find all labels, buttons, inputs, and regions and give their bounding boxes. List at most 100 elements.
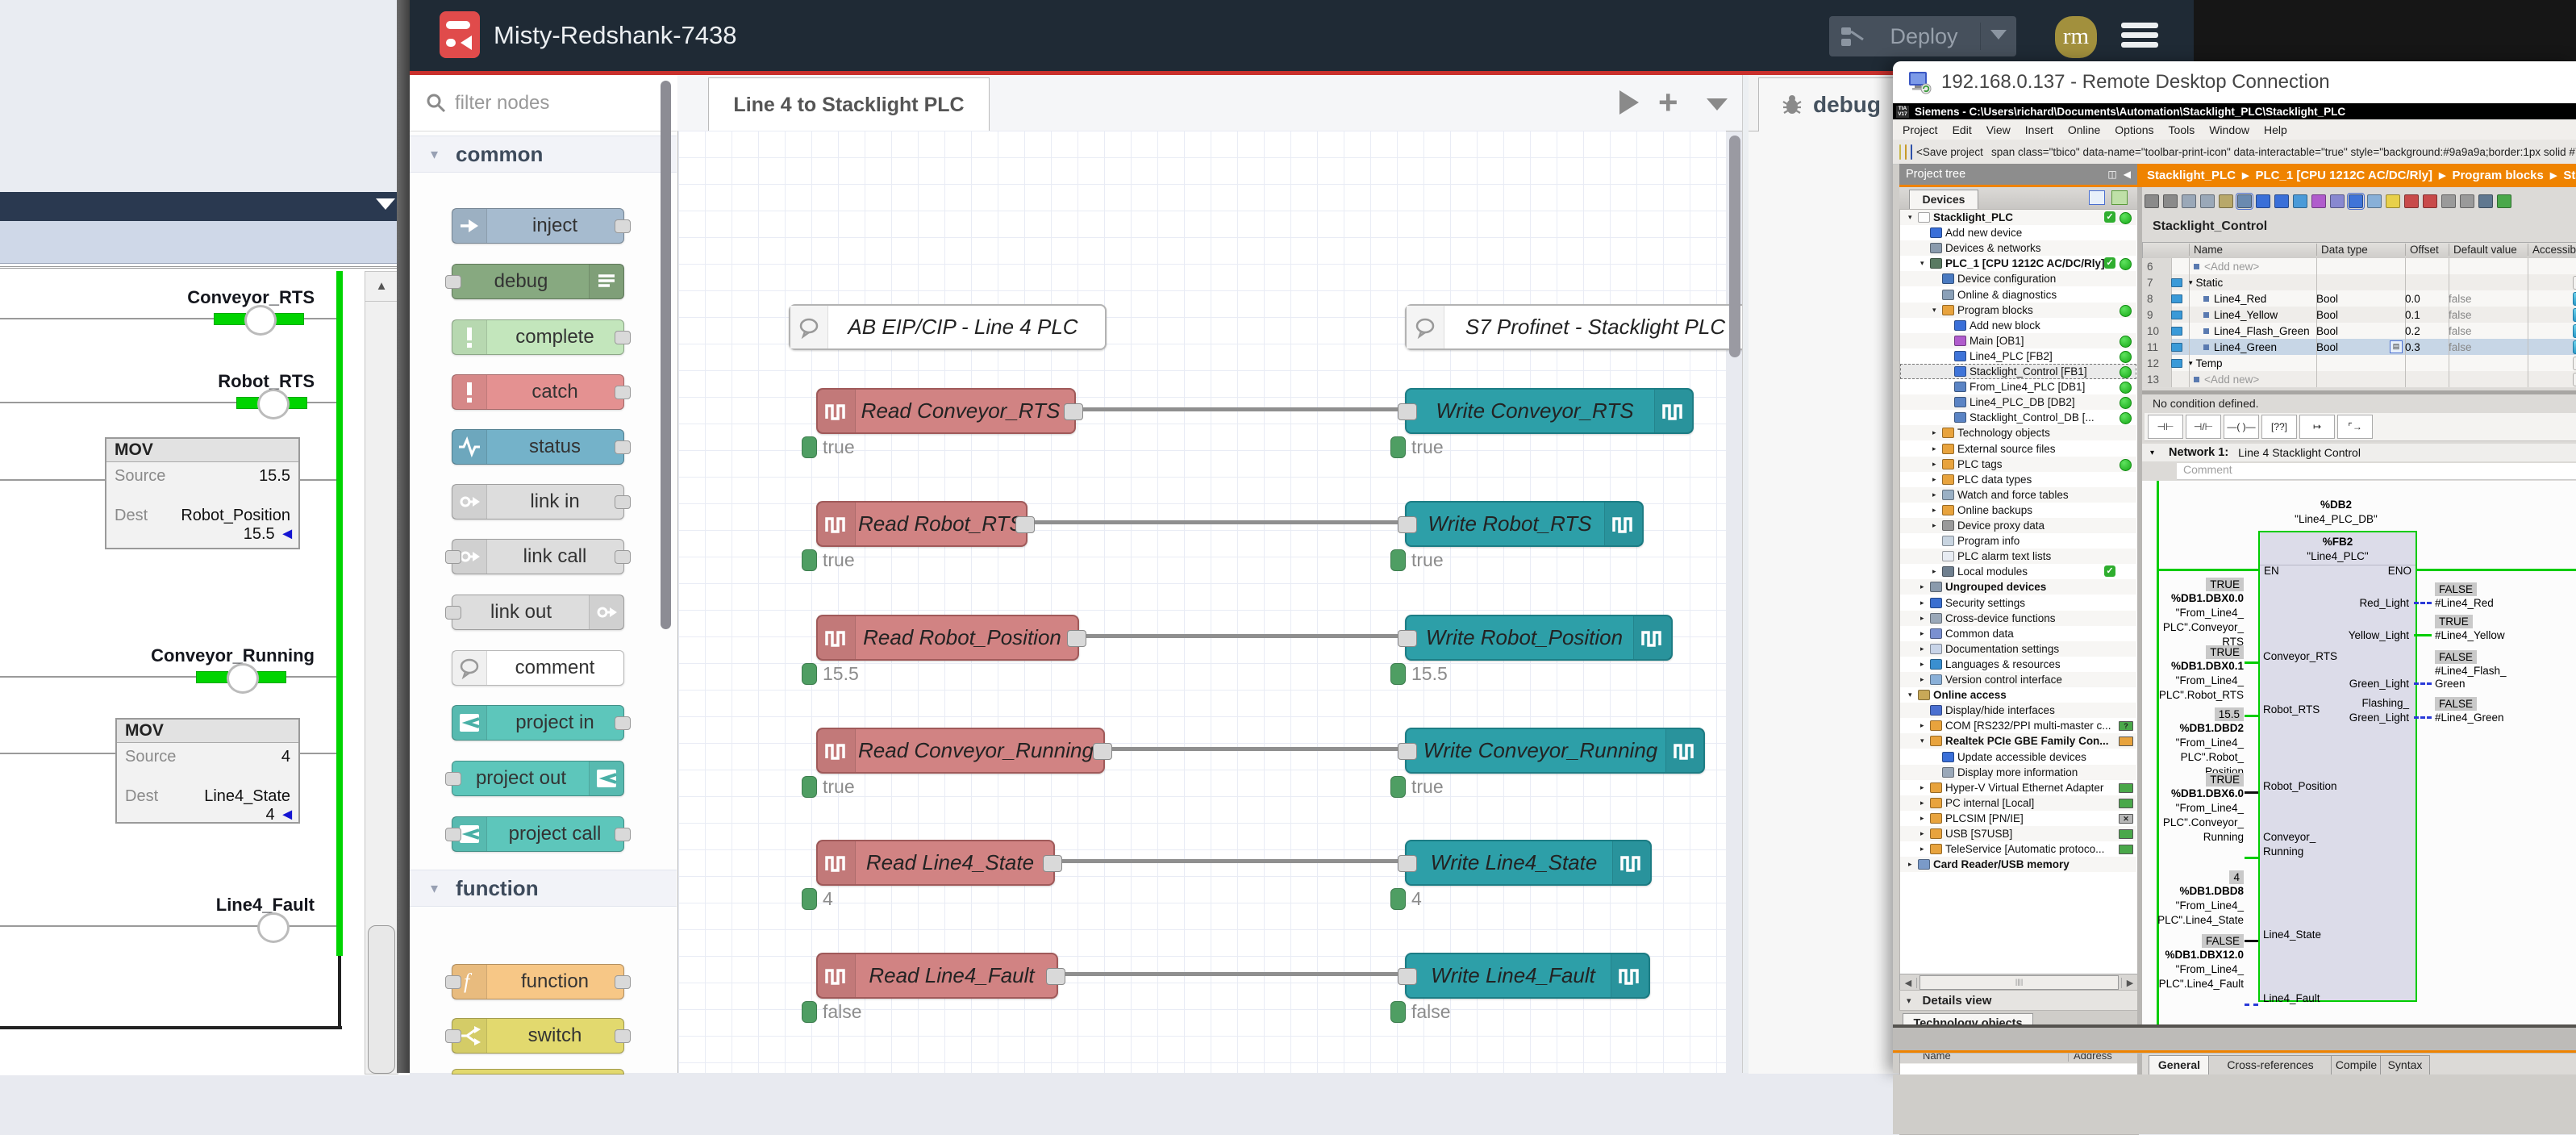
output-port[interactable] [1015,516,1035,533]
ladder-tag-label[interactable]: Line4_Fault [215,895,315,915]
expander-closed-icon[interactable]: ▸ [1920,613,1924,622]
tag-row[interactable]: 6 <Add new> [2142,258,2576,275]
tag-col-data-type[interactable]: Data type [2316,244,2368,256]
scroll-thumb[interactable] [368,925,395,1074]
tag-default[interactable]: false [2444,290,2528,307]
tree-item-stacklight-control-fb1-[interactable]: Stacklight_Control [FB1] [1900,364,2136,379]
wire[interactable] [1076,634,1405,638]
tag-accessible[interactable]: ✓ [2523,323,2576,339]
breadcrumb-item[interactable]: Program blocks [2452,169,2544,182]
tree-hscrollbar[interactable]: ◀ |||| ▶ [1899,974,2139,991]
block-output-pin[interactable]: Yellow_Light [2348,629,2409,641]
operand-tag[interactable]: Running [2203,831,2244,843]
input-port[interactable] [1398,516,1417,533]
ladder-tag-label[interactable]: Conveyor_RTS [187,287,315,307]
tag-default[interactable]: false [2444,323,2528,339]
mov-instruction-box[interactable]: MOV Source 15.5 Dest Robot_Position 15.5… [105,437,300,549]
read-node[interactable]: Read Robot_Position [816,615,1086,661]
block-output-pin[interactable]: Red_Light [2359,597,2409,609]
expander-closed-icon[interactable]: ▸ [1932,444,1936,453]
tree-item-main-ob1-[interactable]: Main [OB1] [1900,332,2136,348]
tag-row[interactable]: 7 ▾ Static [2142,274,2576,291]
favorite-coil-icon[interactable]: —( )— [2224,415,2259,439]
menu-online[interactable]: Online [2067,123,2101,136]
editor-toolbar-icon-2[interactable] [2182,194,2196,208]
tree-item-plcsim-pn-ie-[interactable]: ▸ PLCSIM [PN/IE]✕ [1900,811,2136,826]
tree-item-devices-networks[interactable]: Devices & networks [1900,240,2136,257]
tag-col-name[interactable]: Name [2189,244,2223,256]
operand-tag[interactable]: Green [2435,678,2466,690]
tree-item-usb-s7usb-[interactable]: ▸ USB [S7USB] [1900,826,2136,841]
input-port[interactable] [1398,630,1417,647]
favorite-open-branch-icon[interactable]: ↦ [2299,415,2335,439]
wire[interactable] [1052,859,1405,863]
comment-node[interactable]: S7 Profinet - Stacklight PLC [1405,304,1755,350]
operand-tag[interactable]: #Line4_Yellow [2435,629,2505,641]
block-output-pin[interactable]: Green_Light [2349,711,2409,724]
tree-item-online-access[interactable]: ▾ Online access [1900,687,2136,703]
tree-item-realtek-pcie-gbe-family-con-[interactable]: ▾ Realtek PCIe GBE Family Con... [1900,733,2136,749]
tree-item-common-data[interactable]: ▸ Common data [1900,626,2136,641]
expander-closed-icon[interactable]: ▸ [1920,798,1924,807]
editor-toolbar-icon-17[interactable] [2460,194,2474,208]
tree-item-online-diagnostics[interactable]: Online & diagnostics [1900,287,2136,303]
editor-toolbar-icon-15[interactable] [2423,194,2437,208]
tree-item-add-new-device[interactable]: Add new device [1900,225,2136,240]
main-menu-icon[interactable] [2121,23,2158,52]
block-input-pin[interactable]: Running [2263,845,2304,858]
favorite-no-contact-icon[interactable]: ⊣⊢ [2148,415,2183,439]
expander-open-icon[interactable]: ▾ [2150,448,2155,457]
palette-node-link-out[interactable]: link out [445,595,624,630]
palette-node-comment[interactable]: comment [452,650,624,686]
input-port[interactable] [445,550,461,564]
avatar[interactable]: rm [2055,16,2097,58]
tree-item-hyper-v-virtual-ethernet-adapter[interactable]: ▸ Hyper-V Virtual Ethernet Adapter [1900,780,2136,795]
expander-closed-icon[interactable]: ▸ [1932,567,1936,576]
operand-tag[interactable]: PLC".Conveyor_ [2162,621,2244,633]
output-port[interactable] [615,440,631,454]
save-project-label[interactable]: Save project [1922,145,1983,158]
tag-accessible[interactable]: ✓ [2523,290,2576,307]
network-comment[interactable]: Comment [2177,463,2576,480]
operand-tag[interactable]: "From_Line4_ [2175,736,2244,749]
output-port[interactable] [615,386,631,399]
tag-name[interactable]: Line4_Red [2184,290,2317,307]
tag-row[interactable]: 8 Line4_Red Bool 0.0 false ✓ [2142,290,2576,307]
operand-tag[interactable]: #Line4_Red [2435,597,2494,609]
output-coil-off[interactable] [257,912,290,943]
tree-item-cross-device-functions[interactable]: ▸ Cross-device functions [1900,610,2136,626]
menu-project[interactable]: Project [1903,123,1938,136]
tag-default[interactable]: false [2444,307,2528,323]
pane-collapse-icon[interactable]: ◀ [2123,169,2131,180]
expander-closed-icon[interactable]: ▸ [1932,474,1936,483]
wire[interactable] [1102,747,1405,751]
editor-toolbar-icon-18[interactable] [2478,194,2493,208]
tag-default[interactable] [2444,274,2528,290]
tree-item-line4-plc-db-db2-[interactable]: Line4_PLC_DB [DB2] [1900,394,2136,411]
bottom-tab-general[interactable]: General [2149,1055,2210,1076]
expander-closed-icon[interactable]: ▸ [1920,845,1924,853]
expander-closed-icon[interactable]: ▸ [1920,598,1924,607]
palette-node-catch[interactable]: catch [452,374,631,410]
palette-node-inject[interactable]: inject [452,208,631,244]
operand-tag[interactable]: PLC".Conveyor_ [2162,816,2244,828]
flow-list-caret-icon[interactable] [1707,98,1728,111]
menu-edit[interactable]: Edit [1952,123,1972,136]
scroll-right-icon[interactable]: ▶ [2121,977,2138,988]
tag-datatype[interactable]: Bool [2311,323,2406,339]
tag-accessible[interactable] [2523,274,2576,290]
tag-datatype[interactable] [2311,355,2406,371]
scroll-left-icon[interactable]: ◀ [1900,977,1917,988]
editor-toolbar-icon-19[interactable] [2497,194,2511,208]
tree-item-device-proxy-data[interactable]: ▸ Device proxy data [1900,518,2136,533]
expander-closed-icon[interactable]: ▸ [1908,860,1912,869]
bottom-tab-compile[interactable]: Compile [2331,1055,2382,1076]
write-node[interactable]: Write Robot_Position [1398,615,1673,661]
operand-tag[interactable]: #Line4_Green [2435,711,2504,724]
write-node[interactable]: Write Conveyor_RTS [1398,388,1694,434]
editor-toolbar-icon-5[interactable] [2236,192,2253,210]
palette-scrollbar[interactable] [661,81,671,629]
tag-name[interactable]: Line4_Yellow [2184,307,2317,323]
tag-default[interactable] [2444,371,2528,387]
